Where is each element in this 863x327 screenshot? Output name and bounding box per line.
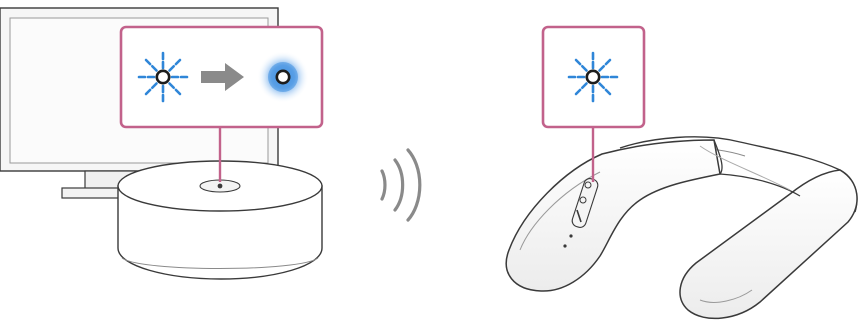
blinking-blue-light-icon bbox=[567, 52, 619, 102]
transmitter-indicator-callout bbox=[121, 27, 322, 127]
steady-blue-light-icon bbox=[257, 51, 309, 103]
wireless-waves-icon bbox=[382, 150, 420, 220]
blinking-blue-light-icon bbox=[137, 52, 189, 102]
neckband-indicator-callout bbox=[543, 27, 644, 127]
neckband-speaker bbox=[506, 137, 857, 319]
